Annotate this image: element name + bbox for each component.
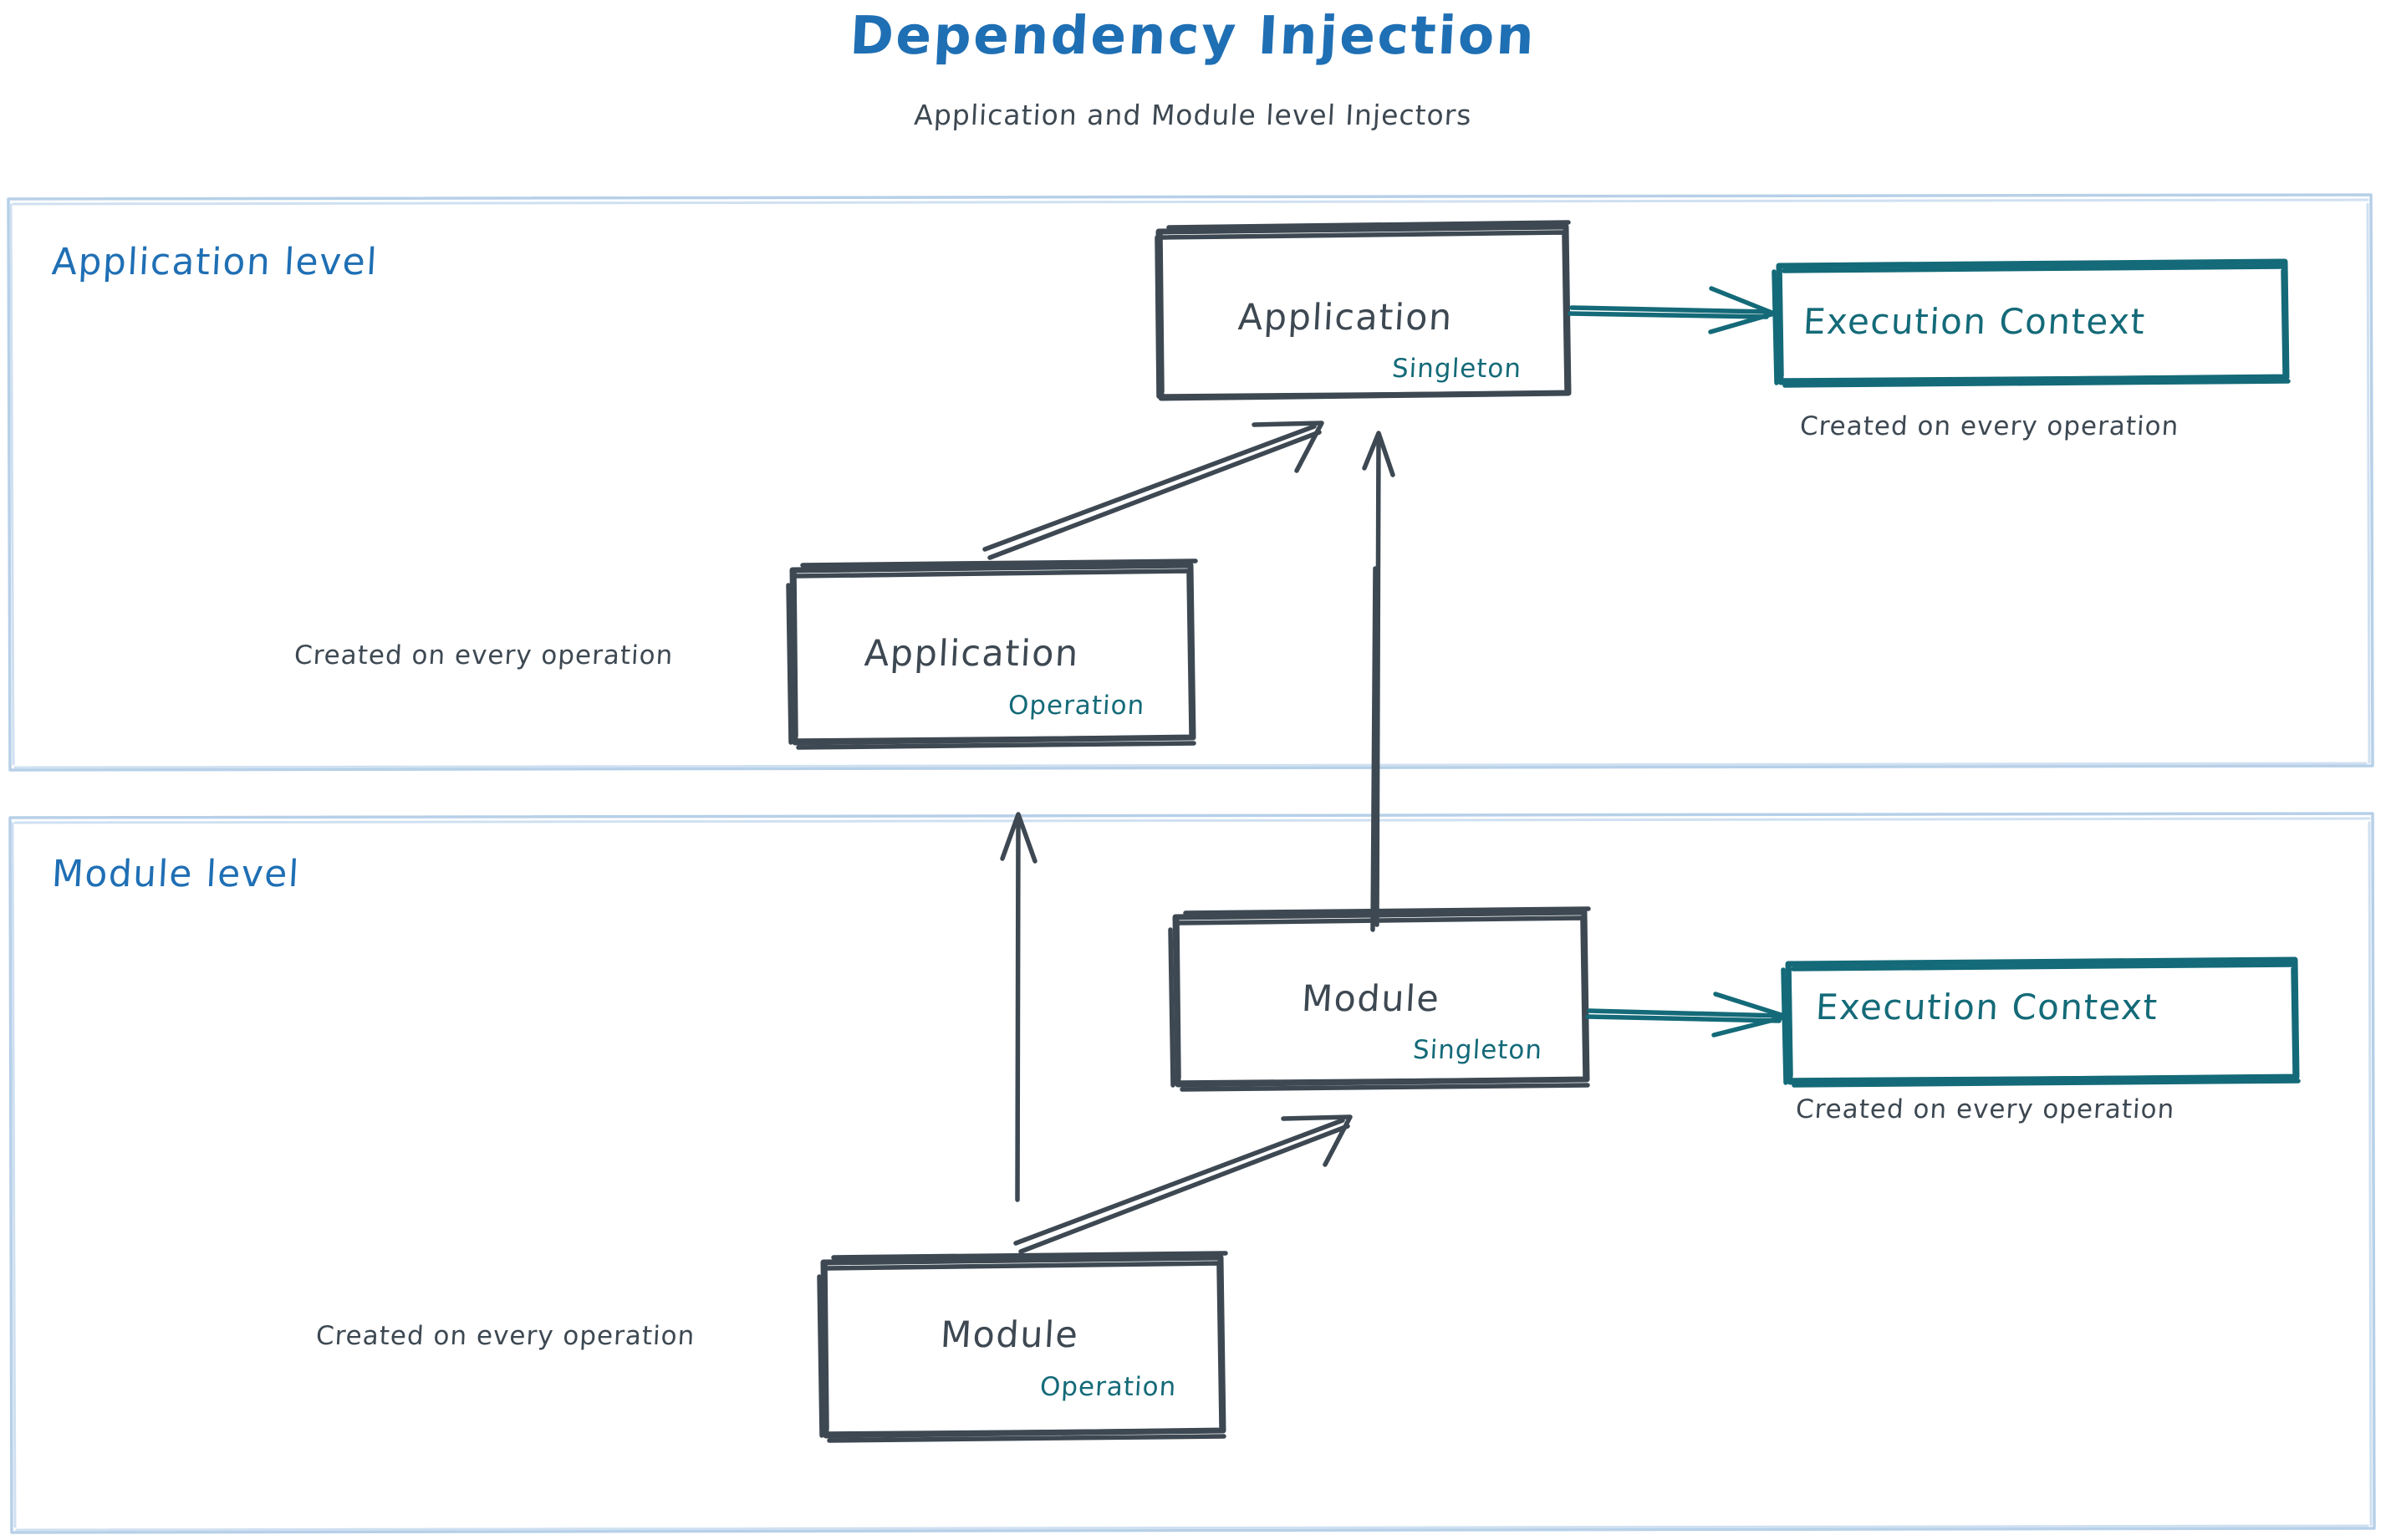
- node-title-application-singleton[interactable]: Application: [1236, 297, 1455, 339]
- caption-module-operation: Created on every operation: [315, 1321, 696, 1351]
- page-title: Dependency Injection: [848, 5, 1538, 66]
- node-scope-module-operation: Operation: [1039, 1372, 1178, 1402]
- arrow-module-operation-to-app-operation: [1000, 812, 1038, 1202]
- panel-border-module-level: [8, 812, 2376, 1534]
- caption-execution-context-application: Created on every operation: [1799, 411, 2180, 441]
- arrow-app-operation-to-app-singleton: [982, 421, 1324, 560]
- node-title-module-operation[interactable]: Module: [939, 1314, 1080, 1356]
- node-scope-application-operation: Operation: [1007, 691, 1146, 721]
- arrow-app-singleton-to-exec-context: [1568, 286, 1777, 334]
- node-scope-module-singleton: Singleton: [1412, 1035, 1544, 1065]
- arrow-module-singleton-to-app-singleton: [1362, 431, 1395, 932]
- node-title-module-singleton[interactable]: Module: [1300, 978, 1441, 1020]
- node-scope-application-singleton: Singleton: [1391, 354, 1523, 384]
- page-subtitle: Application and Module level Injectors: [913, 99, 1473, 131]
- node-title-application-operation[interactable]: Application: [863, 633, 1081, 675]
- arrow-module-operation-to-module-singleton: [1013, 1114, 1353, 1254]
- caption-execution-context-module: Created on every operation: [1795, 1094, 2176, 1124]
- arrow-module-singleton-to-exec-context: [1585, 992, 1789, 1038]
- panel-label-module-level: Module level: [50, 853, 301, 895]
- node-title-execution-context-module[interactable]: Execution Context: [1814, 987, 2159, 1028]
- panel-label-application-level: Application level: [50, 241, 380, 283]
- node-title-execution-context-application[interactable]: Execution Context: [1802, 301, 2147, 342]
- caption-application-operation: Created on every operation: [293, 640, 675, 671]
